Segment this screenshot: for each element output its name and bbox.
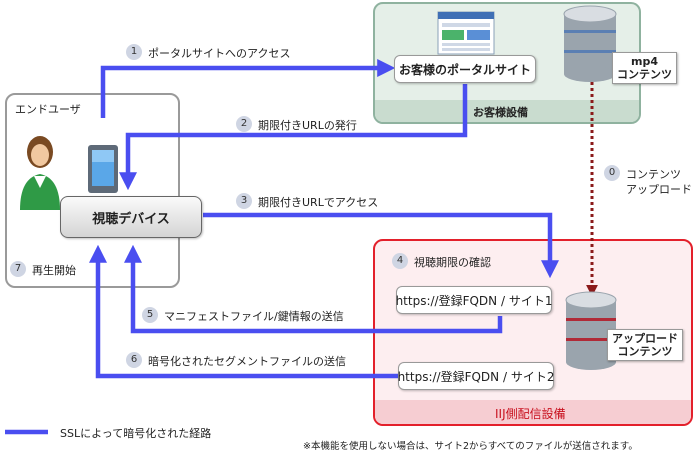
customer-title: お客様設備 bbox=[473, 106, 528, 119]
iij-footer: IIJ側配信設備 bbox=[375, 400, 691, 424]
arrow-step-6 bbox=[89, 244, 398, 379]
step-0-label: コンテンツ bbox=[626, 168, 681, 181]
viewing-device-box: 視聴デバイス bbox=[60, 196, 202, 238]
step-5-label: マニフェストファイル/鍵情報の送信 bbox=[164, 310, 344, 323]
step-4-label: 視聴期限の確認 bbox=[414, 256, 491, 269]
footnote: ※本機能を使用しない場合は、サイト2からすべてのファイルが送信されます。 bbox=[303, 441, 638, 452]
upload-tag-line2: コンテンツ bbox=[617, 345, 673, 358]
step-6-label: 暗号化されたセグメントファイルの送信 bbox=[148, 355, 346, 368]
portal-site-box: お客様のポータルサイト bbox=[394, 55, 536, 83]
arrow-step-2 bbox=[119, 84, 468, 191]
step-4-number: 4 bbox=[392, 253, 408, 269]
step-5-number: 5 bbox=[142, 307, 158, 323]
customer-footer: お客様設備 bbox=[375, 100, 639, 122]
arrow-step-5 bbox=[124, 244, 503, 334]
step-6-number: 6 bbox=[126, 352, 142, 368]
arrow-step-1 bbox=[100, 59, 396, 118]
mp4-tag-line2: コンテンツ bbox=[617, 68, 672, 81]
end-user-title: エンドユーザ bbox=[15, 103, 81, 116]
step-7-number: 7 bbox=[10, 261, 26, 277]
website-icon bbox=[437, 11, 495, 55]
step-7-label: 再生開始 bbox=[32, 264, 76, 277]
step-2-label: 期限付きURLの発行 bbox=[258, 119, 357, 132]
step-1-label: ポータルサイトへのアクセス bbox=[148, 47, 291, 60]
arrow-step-3 bbox=[203, 212, 559, 279]
person-icon bbox=[20, 136, 60, 210]
step-3-number: 3 bbox=[236, 193, 252, 209]
mp4-contents-tag: mp4 コンテンツ bbox=[612, 52, 677, 84]
step-0-number: 0 bbox=[604, 165, 620, 181]
step-0-label-2: アップロード bbox=[626, 183, 692, 196]
upload-tag-line1: アップロード bbox=[612, 332, 678, 345]
iij-title: IIJ側配信設備 bbox=[495, 407, 566, 421]
site2-box: https://登録FQDN / サイト2 bbox=[398, 362, 554, 390]
mp4-database-icon bbox=[563, 5, 617, 82]
phone-icon bbox=[88, 145, 118, 193]
site1-box: https://登録FQDN / サイト1 bbox=[396, 286, 552, 314]
upload-contents-tag: アップロード コンテンツ bbox=[607, 329, 683, 361]
legend-label: SSLによって暗号化された経路 bbox=[60, 427, 212, 440]
mp4-tag-line1: mp4 bbox=[631, 55, 658, 68]
step-1-number: 1 bbox=[126, 44, 142, 60]
step-2-number: 2 bbox=[236, 116, 252, 132]
step-3-label: 期限付きURLでアクセス bbox=[258, 196, 379, 209]
